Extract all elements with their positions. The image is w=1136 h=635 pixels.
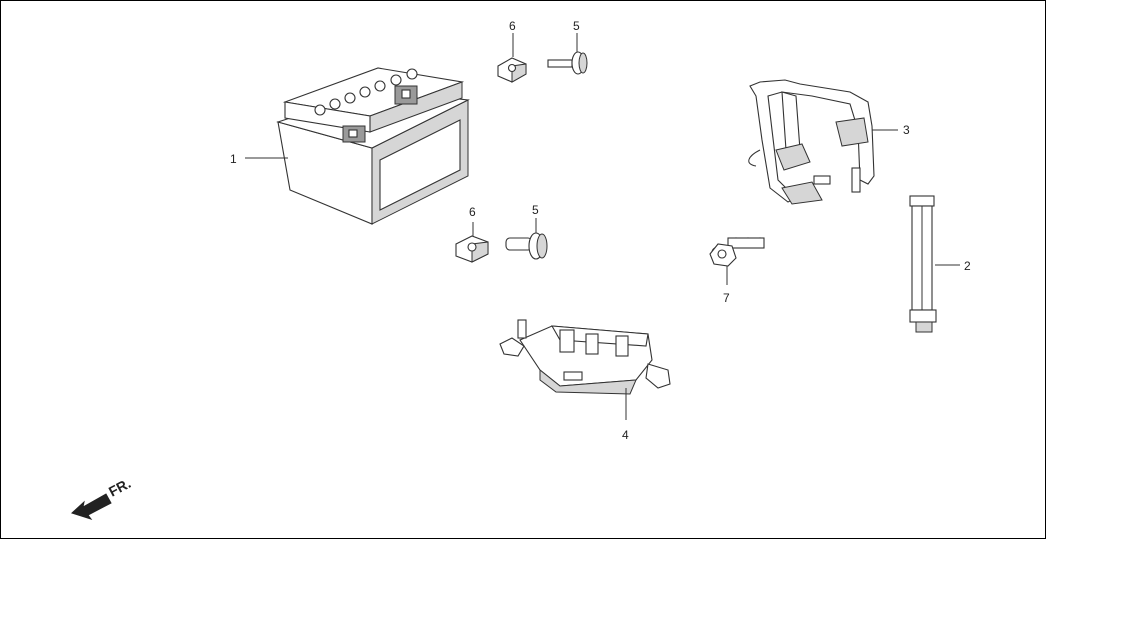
exploded-parts-diagram: 1 6 5 6 5 3 <box>71 19 971 520</box>
nut-lower-part <box>455 235 489 263</box>
flange-bolt-part <box>709 237 765 267</box>
callout-bolt-top: 5 <box>573 19 580 33</box>
callout-strap: 2 <box>964 259 971 273</box>
battery-part <box>276 67 470 225</box>
battery-holder-frame-part <box>748 79 875 205</box>
front-label: FR. <box>106 475 133 500</box>
callout-flange-bolt: 7 <box>723 291 730 305</box>
callout-battery-holder-frame: 3 <box>903 123 910 137</box>
arrow-icon <box>71 493 112 520</box>
callout-nut-top: 6 <box>509 19 516 33</box>
front-direction-marker: FR. <box>71 475 133 520</box>
bolt-lower-part <box>505 232 548 260</box>
diagram-frame <box>0 0 1046 539</box>
bolt-top-part <box>547 51 588 75</box>
battery-tray-part <box>499 319 671 395</box>
callout-bolt-lower: 5 <box>532 203 539 217</box>
battery-strap-part <box>909 195 937 333</box>
nut-top-part <box>497 57 527 83</box>
callout-nut-lower: 6 <box>469 205 476 219</box>
callout-battery-tray: 4 <box>622 428 629 442</box>
callout-battery: 1 <box>230 152 237 166</box>
